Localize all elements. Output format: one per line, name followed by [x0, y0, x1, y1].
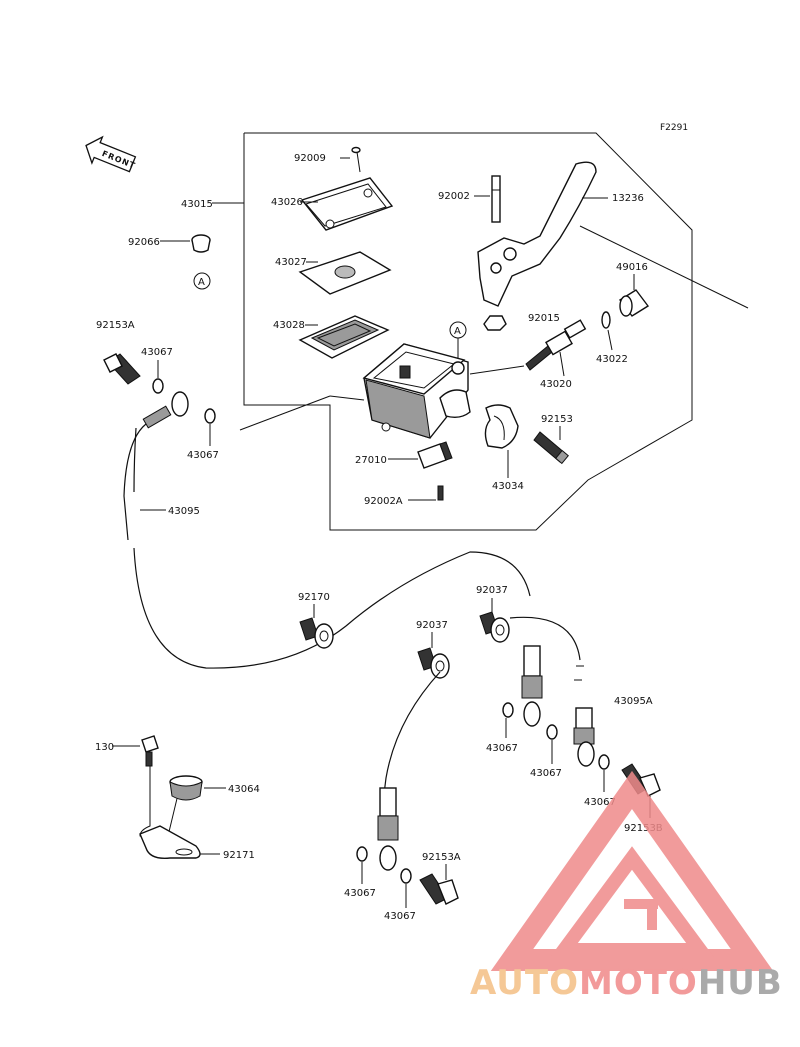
watermark-logo — [490, 770, 774, 971]
ref-marker-a-center: A — [454, 326, 461, 337]
label-92002A: 92002A — [364, 496, 403, 507]
label-43028: 43028 — [273, 320, 305, 331]
assembly-boundary — [243, 132, 693, 531]
washer-43067-b — [204, 408, 216, 424]
bracket-92171 — [139, 825, 201, 859]
label-92153A-bottom: 92153A — [422, 852, 461, 863]
label-43022: 43022 — [596, 354, 628, 365]
screw-92002A — [437, 485, 444, 501]
bolt-130 — [141, 735, 159, 767]
label-43026: 43026 — [271, 197, 303, 208]
label-92153: 92153 — [541, 414, 573, 425]
label-43067-a: 43067 — [141, 347, 173, 358]
brake-switch — [417, 441, 453, 469]
label-92037-a: 92037 — [416, 620, 448, 631]
reservoir-diaphragm — [298, 315, 390, 359]
label-43067-e: 43067 — [584, 797, 616, 808]
label-92171: 92171 — [223, 850, 255, 861]
nut-92015 — [483, 315, 507, 331]
label-43067-f: 43067 — [344, 888, 376, 899]
label-43034: 43034 — [492, 481, 524, 492]
washer-43067-e — [598, 754, 610, 770]
label-92066: 92066 — [128, 237, 160, 248]
label-43027: 43027 — [275, 257, 307, 268]
piston-assembly — [525, 319, 587, 371]
washer-43067-f — [356, 846, 368, 862]
bolt-92153 — [533, 431, 569, 465]
washer-43067-g — [400, 868, 412, 884]
hose-fitting-right-b — [573, 707, 595, 767]
label-43064: 43064 — [228, 784, 260, 795]
brake-lever — [477, 161, 597, 307]
label-92153A-top: 92153A — [96, 320, 135, 331]
label-49016: 49016 — [616, 262, 648, 273]
master-cylinder-body — [362, 343, 471, 439]
label-92037-b: 92037 — [476, 585, 508, 596]
reservoir-plate — [298, 251, 392, 295]
washer-43067-a — [152, 378, 164, 394]
label-27010: 27010 — [355, 455, 387, 466]
bolt-92153A-bottom — [419, 873, 459, 905]
grommet-43064 — [169, 775, 203, 801]
label-92002: 92002 — [438, 191, 470, 202]
label-92009: 92009 — [294, 153, 326, 164]
hose-fitting-right-a — [521, 645, 543, 727]
clamp-92037-a — [417, 647, 450, 679]
brake-hose-43095 — [123, 423, 147, 541]
label-130: 130 — [95, 742, 114, 753]
bolt-92153A-top — [103, 353, 141, 385]
front-arrow-icon: FRONT — [85, 135, 137, 173]
plug-92066 — [191, 234, 211, 253]
boot-49016 — [618, 289, 650, 317]
washer-43067-d — [546, 724, 558, 740]
label-43095A: 43095A — [614, 696, 653, 707]
ref-marker-a-left: A — [198, 277, 205, 288]
label-92153B: 92153B — [624, 823, 663, 834]
washer-43067-c — [502, 702, 514, 718]
diagram-code: F2291 — [660, 123, 688, 133]
label-43067-c: 43067 — [486, 743, 518, 754]
handlebar-clamp — [484, 404, 519, 449]
label-92015: 92015 — [528, 313, 560, 324]
hose-fitting-top — [142, 391, 189, 429]
label-43067-g: 43067 — [384, 911, 416, 922]
circlip-43022 — [601, 311, 611, 329]
label-92170: 92170 — [298, 592, 330, 603]
label-43095: 43095 — [168, 506, 200, 517]
label-43020: 43020 — [540, 379, 572, 390]
label-43067-b: 43067 — [187, 450, 219, 461]
label-13236: 13236 — [612, 193, 644, 204]
reservoir-cap — [300, 177, 394, 231]
watermark-text: AUTOMOTOHUB — [470, 963, 783, 1003]
screw-92009 — [351, 146, 361, 173]
clamp-92037-b — [479, 611, 510, 643]
label-43015: 43015 — [181, 199, 213, 210]
hose-fitting-bottom — [377, 787, 399, 871]
clamp-92170 — [299, 617, 334, 649]
bolt-92002 — [491, 175, 501, 223]
label-43067-d: 43067 — [530, 768, 562, 779]
